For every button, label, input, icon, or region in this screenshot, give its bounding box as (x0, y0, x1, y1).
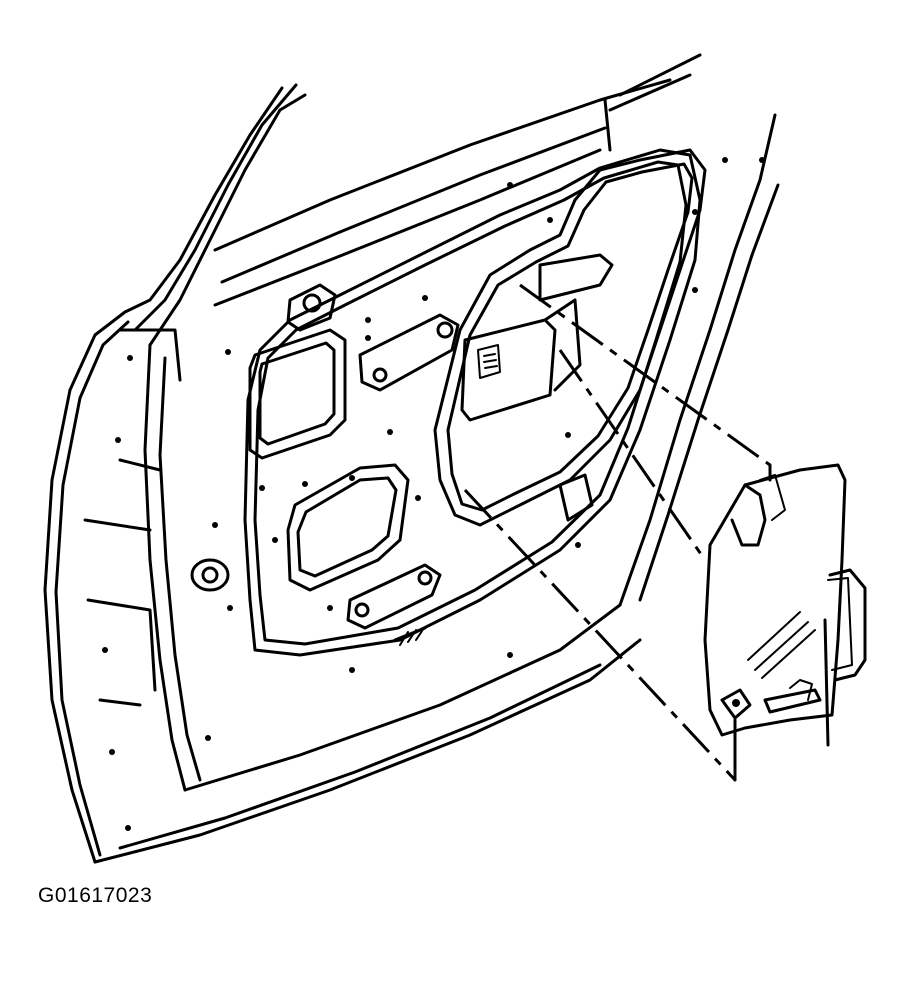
window-channel (213, 53, 702, 307)
door-outer-frame (43, 83, 642, 864)
inner-door-panel (83, 113, 780, 792)
fastener-holes (102, 157, 765, 831)
removed-module (703, 463, 867, 737)
inner-panel-stamping (243, 148, 702, 657)
figure-id-label: G01617023 (38, 884, 153, 907)
installed-module (460, 298, 582, 422)
panel-brackets (190, 283, 594, 646)
access-hole-upper (248, 328, 347, 460)
module-wire-loop (433, 148, 707, 527)
explosion-leader-lines (463, 283, 830, 782)
access-hole-lower (286, 463, 410, 592)
